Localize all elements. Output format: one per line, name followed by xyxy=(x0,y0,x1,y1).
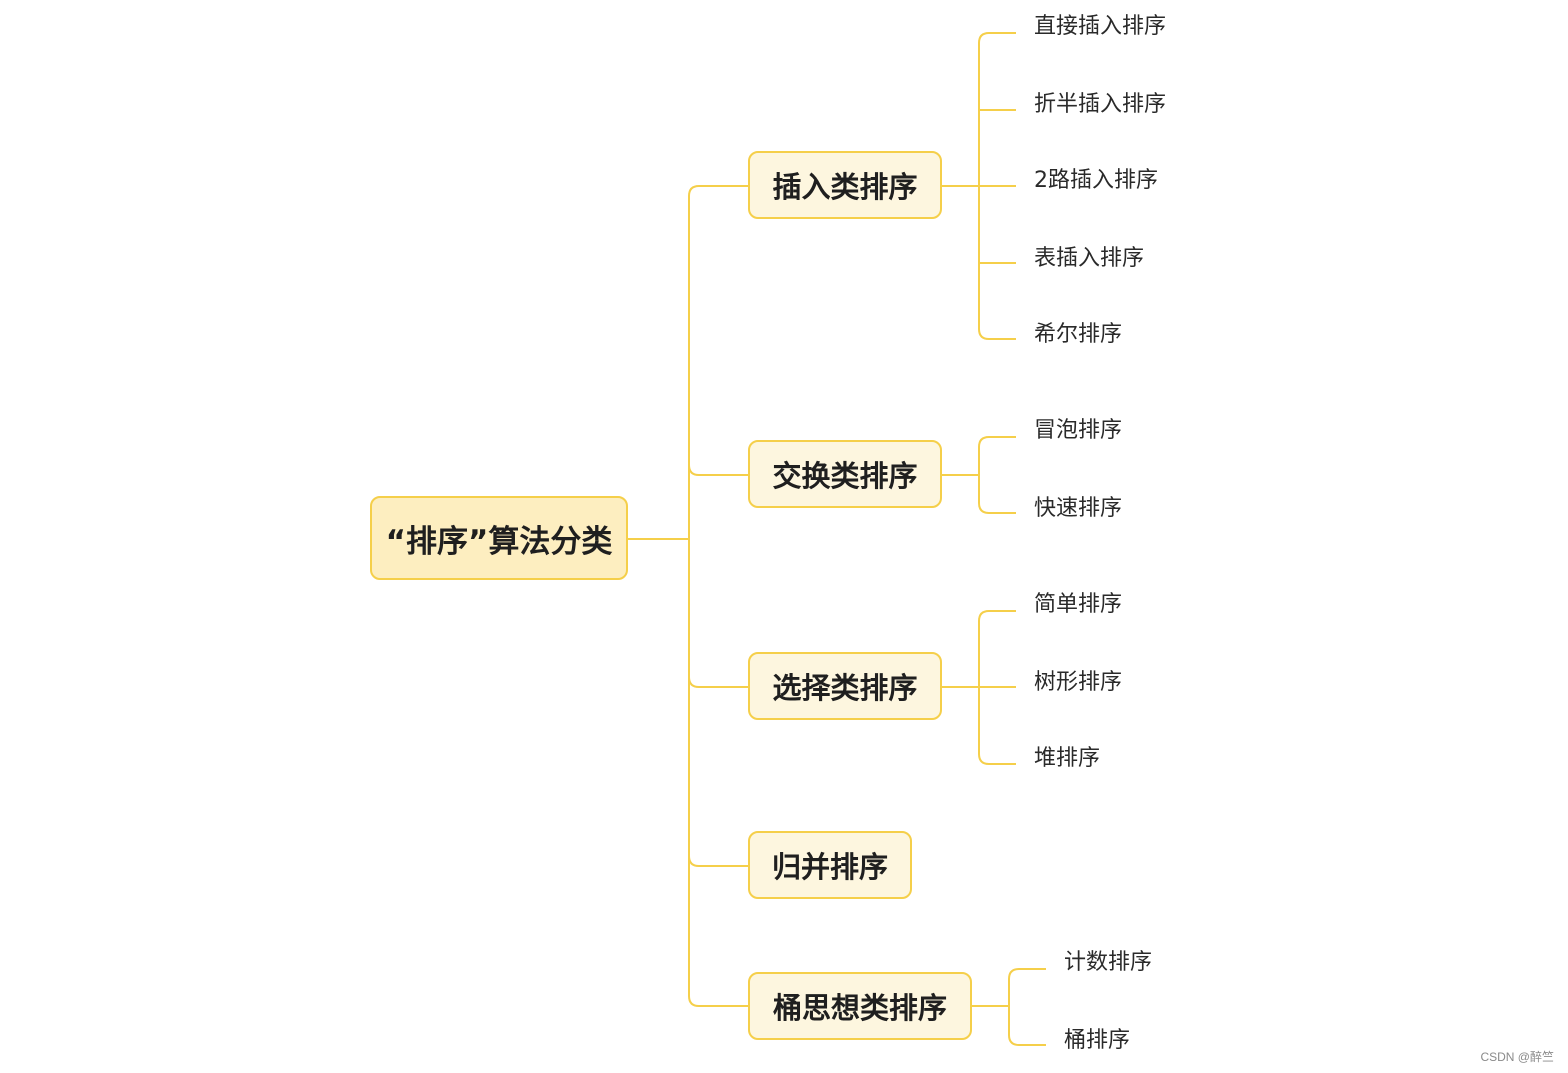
branch-label: 插入类排序 xyxy=(772,170,918,204)
watermark: CSDN @醉竺 xyxy=(1480,1050,1554,1064)
leaf-quick-sort[interactable]: 快速排序 xyxy=(1034,496,1123,521)
branch-selection-sort[interactable]: 选择类排序 xyxy=(748,652,942,720)
branch-connector xyxy=(688,464,748,476)
leaf-two-way-insertion[interactable]: 2路插入排序 xyxy=(1034,168,1158,193)
branch-label: 桶思想类排序 xyxy=(772,991,947,1025)
leaf-connector xyxy=(978,32,1016,44)
leaf-connector xyxy=(1008,1034,1046,1046)
branch-label: 归并排序 xyxy=(771,850,888,884)
root-node[interactable]: “排序”算法分类 xyxy=(370,496,628,580)
branch-connector xyxy=(688,185,748,197)
leaf-connector xyxy=(978,328,1016,340)
branch-label: 交换类排序 xyxy=(772,459,918,493)
leaf-connector xyxy=(978,436,1016,448)
leaf-connector xyxy=(978,753,1016,765)
branch-label: 选择类排序 xyxy=(772,671,918,705)
leaf-connector xyxy=(978,502,1016,514)
branch-connector xyxy=(688,995,748,1007)
leaf-straight-insertion[interactable]: 直接插入排序 xyxy=(1034,14,1167,39)
leaf-connector xyxy=(1008,968,1046,980)
leaf-connector xyxy=(978,610,1016,622)
leaf-shell-sort[interactable]: 希尔排序 xyxy=(1034,322,1123,347)
leaf-counting-sort[interactable]: 计数排序 xyxy=(1064,950,1153,975)
leaf-heap-sort[interactable]: 堆排序 xyxy=(1034,746,1101,771)
leaf-bucket-sort[interactable]: 桶排序 xyxy=(1064,1028,1131,1053)
leaf-binary-insertion[interactable]: 折半插入排序 xyxy=(1034,92,1167,117)
branch-insertion-sort[interactable]: 插入类排序 xyxy=(748,151,942,219)
leaf-tree-selection[interactable]: 树形排序 xyxy=(1034,670,1123,695)
leaf-simple-selection[interactable]: 简单排序 xyxy=(1034,592,1123,617)
leaf-table-insertion[interactable]: 表插入排序 xyxy=(1034,246,1145,271)
branch-connector xyxy=(688,855,748,867)
root-label: “排序”算法分类 xyxy=(385,523,613,560)
branch-exchange-sort[interactable]: 交换类排序 xyxy=(748,440,942,508)
branch-merge-sort[interactable]: 归并排序 xyxy=(748,831,912,899)
leaf-bubble-sort[interactable]: 冒泡排序 xyxy=(1034,418,1123,443)
branch-bucket-sort[interactable]: 桶思想类排序 xyxy=(748,972,972,1040)
branch-connector xyxy=(688,676,748,688)
